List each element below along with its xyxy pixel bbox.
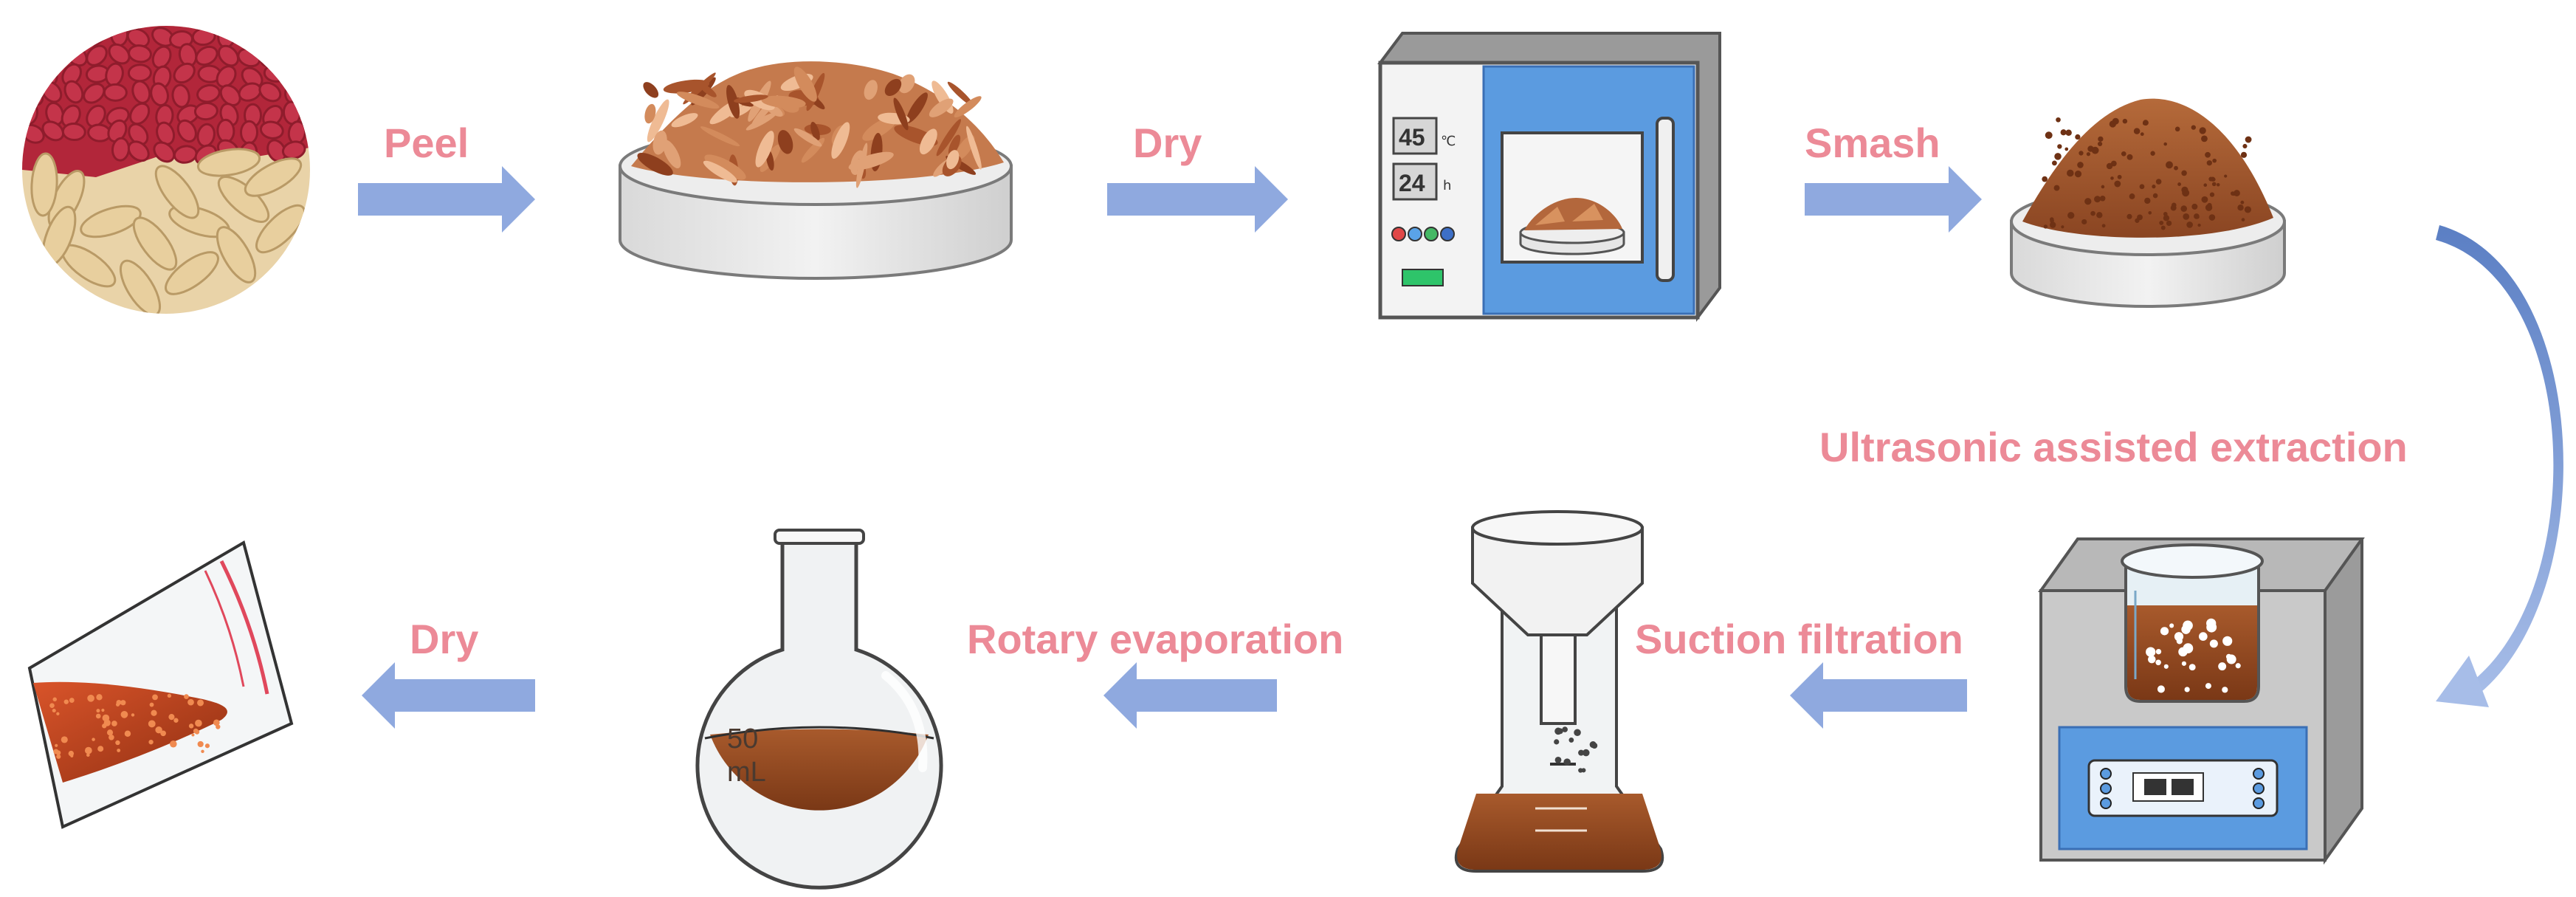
curved-arrow-icon <box>2436 225 2563 707</box>
suction-filtration-flask-icon <box>1454 510 1664 873</box>
step-label-rotary-evaporation: Rotary evaporation <box>967 616 1343 662</box>
arrow-right-icon <box>358 166 535 233</box>
arrow-right-icon <box>1805 166 1982 233</box>
step-label-peel: Peel <box>384 120 469 166</box>
oven-time-value: 24 <box>1399 170 1425 196</box>
step-label-ultrasonic-extraction: Ultrasonic assisted extraction <box>1819 424 2408 470</box>
peanut-photo-icon <box>22 26 310 314</box>
drying-oven-icon: 45 ℃ 24 h <box>1377 32 1721 322</box>
flask-volume-unit: mL <box>727 757 766 788</box>
oven-time-unit: h <box>1443 178 1451 193</box>
ultrasonic-bath-icon <box>2038 537 2365 865</box>
oven-temperature-value: 45 <box>1399 124 1425 151</box>
oven-temperature-unit: ℃ <box>1441 134 1456 149</box>
arrow-right-icon <box>1107 166 1288 233</box>
arrow-left-icon <box>1103 662 1277 729</box>
step-label-smash: Smash <box>1805 120 1940 166</box>
flask-volume-value: 50 <box>727 724 758 755</box>
step-label-dry-top: Dry <box>1133 120 1202 166</box>
arrow-left-icon <box>1790 662 1967 729</box>
step-label-suction-filtration: Suction filtration <box>1635 616 1963 662</box>
peel-dish-icon <box>619 61 1013 280</box>
powder-dish-icon <box>2010 98 2286 308</box>
round-bottom-flask-icon: 50 mL <box>695 529 943 890</box>
step-label-dry-bottom: Dry <box>410 616 478 662</box>
sample-bag-icon <box>27 540 294 829</box>
arrow-left-icon <box>362 662 535 729</box>
